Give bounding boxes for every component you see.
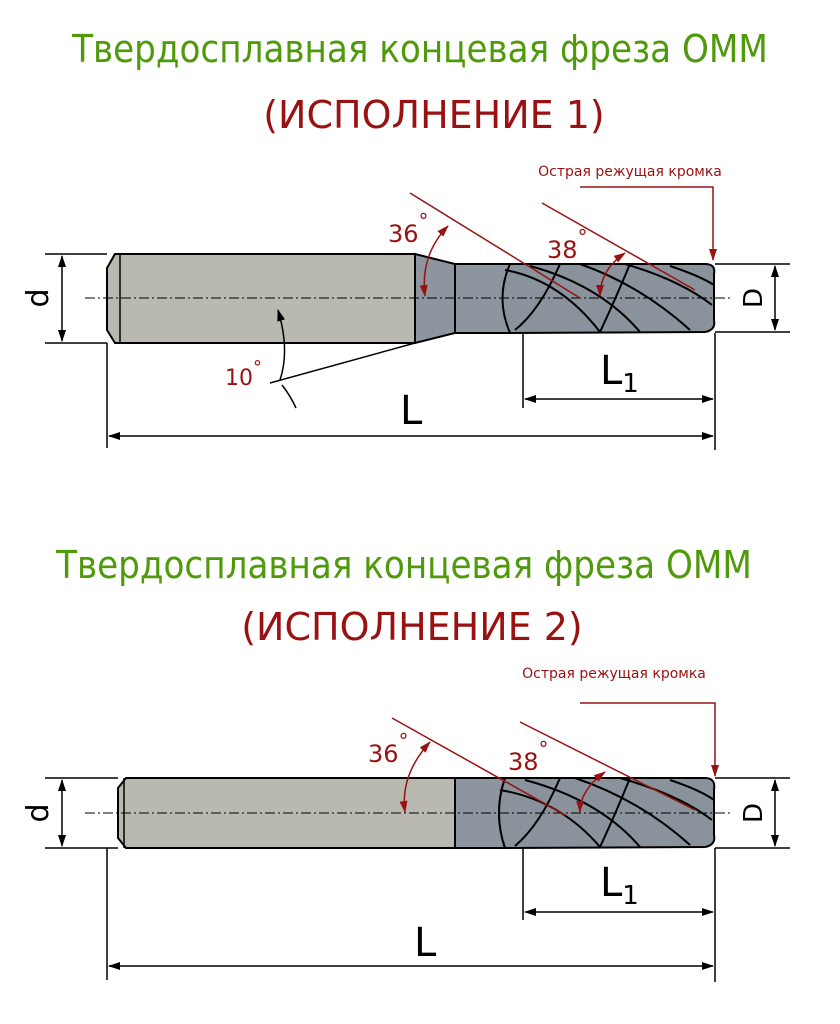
neck [454,777,507,849]
variant-1-title: Твердосплавная концевая фреза ОММ [71,27,768,71]
sharp-edge-note: Острая режущая кромка [522,666,706,682]
variant-2: Твердосплавная концевая фреза ОММ (ИСПОЛ… [21,543,790,982]
dim-d: d [21,803,56,822]
angle-38: 38° [508,737,549,776]
dim-L1: L1 [600,860,639,911]
angle-36: 36° [388,209,429,248]
variant-2-subtitle: (ИСПОЛНЕНИЕ 2) [241,605,583,649]
angle-38: 38° [547,225,588,264]
angle-36: 36° [368,729,409,768]
dim-L: L [400,388,423,434]
variant-2-title: Твердосплавная концевая фреза ОММ [55,543,752,587]
end-mill-1-drawing: d D L1 L 36° 38° 10° Ос [21,164,790,450]
dim-d: d [21,288,56,307]
dim-L1: L1 [600,348,639,399]
end-mill-2-drawing: d D L1 L 36° 38° Острая режущая кромка [21,666,790,982]
angle-10: 10° [225,357,262,391]
dim-L: L [414,920,437,966]
dim-D: D [739,803,769,823]
variant-1-subtitle: (ИСПОЛНЕНИЕ 1) [263,93,605,137]
dim-D: D [739,288,769,308]
variant-1: Твердосплавная концевая фреза ОММ (ИСПОЛ… [21,27,790,450]
sharp-edge-note: Острая режущая кромка [538,164,722,180]
